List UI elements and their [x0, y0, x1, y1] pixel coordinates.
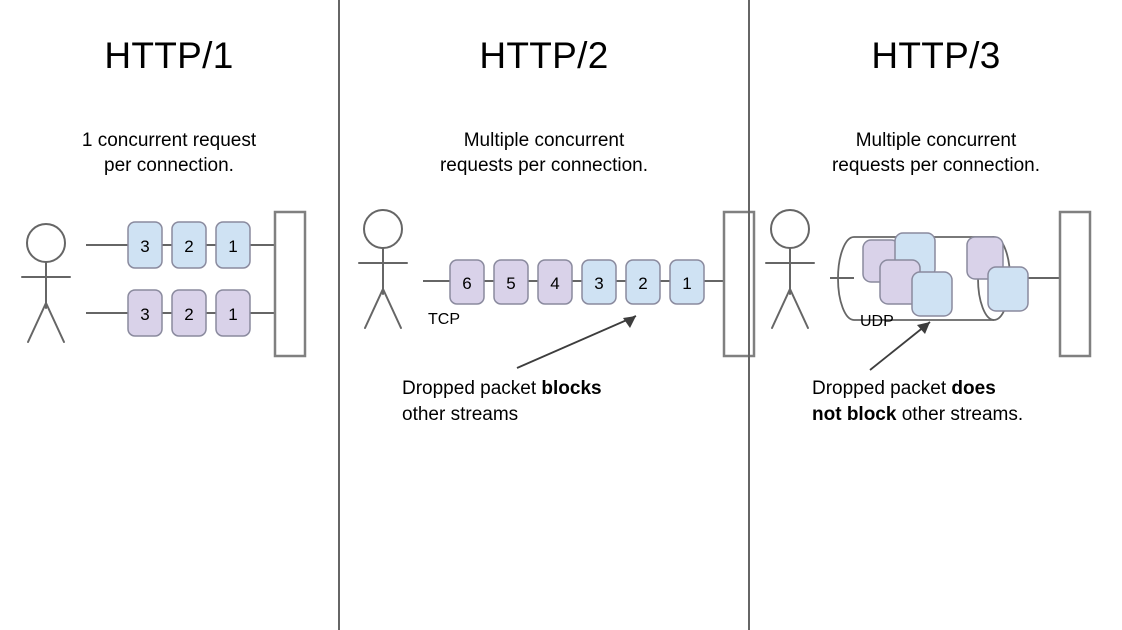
- http1-illustration: 3 2 1 3 2 1: [21, 210, 307, 358]
- packet-box: [537, 259, 573, 305]
- packet-label: 5: [506, 274, 515, 293]
- transport-label-udp: UDP: [860, 313, 894, 330]
- packet-label: 4: [550, 274, 559, 293]
- packet-box: [215, 221, 251, 269]
- stick-figure-leg-right: [382, 288, 402, 329]
- transport-label-tcp: TCP: [428, 311, 460, 328]
- packet-box: [987, 266, 1029, 312]
- column-http3: HTTP/3 Multiple concurrent requests per …: [750, 0, 1122, 630]
- http3-udp-packets: [862, 232, 1029, 317]
- stick-figure-head: [770, 209, 810, 249]
- annotation-arrowhead: [917, 322, 930, 334]
- packet-box: [127, 221, 163, 269]
- column-subtitle-http3: Multiple concurrent requests per connect…: [831, 130, 1041, 176]
- packet-label: 1: [682, 274, 691, 293]
- http2-tcp-queue: 6 5 4 3 2 1: [449, 259, 705, 305]
- annotation-pointer: [516, 315, 637, 369]
- packet-box: [449, 259, 485, 305]
- packet-label: 1: [228, 305, 237, 324]
- http1-stream-purple: 3 2 1: [127, 289, 251, 337]
- packet-box: [127, 289, 163, 337]
- packet-label: 3: [594, 274, 603, 293]
- packet-label: 3: [140, 305, 149, 324]
- packet-box-dropped: [911, 271, 953, 317]
- column-subtitle-http1: 1 concurrent request per connection.: [81, 130, 257, 176]
- packet-box: [171, 289, 207, 337]
- cylinder-left-cap: [837, 236, 855, 321]
- stick-figure-leg-left: [27, 302, 47, 343]
- annotation-arrowhead: [623, 316, 636, 328]
- stick-figure-leg-right: [789, 288, 809, 329]
- column-title-http1: HTTP/1: [104, 35, 234, 76]
- server-box: [273, 210, 307, 358]
- packet-label: 6: [462, 274, 471, 293]
- column-http1: HTTP/1 1 concurrent request per connecti…: [0, 0, 338, 630]
- annotation-pointer: [869, 321, 931, 371]
- column-http2: HTTP/2 Multiple concurrent requests per …: [340, 0, 756, 630]
- http2-illustration: 6 5 4 3 2 1: [358, 209, 756, 369]
- packet-box: [171, 221, 207, 269]
- packet-box: [493, 259, 529, 305]
- stick-figure-head: [363, 209, 403, 249]
- stick-figure-leg-left: [771, 288, 791, 329]
- packet-label: 1: [228, 237, 237, 256]
- packet-label: 2: [184, 237, 193, 256]
- packet-label: 3: [140, 237, 149, 256]
- http3-illustration: [765, 209, 1092, 371]
- packet-box-dropped: [625, 259, 661, 305]
- packet-label: 2: [638, 274, 647, 293]
- packet-box: [215, 289, 251, 337]
- column-title-http3: HTTP/3: [871, 35, 1001, 76]
- packet-box: [669, 259, 705, 305]
- column-subtitle-http2: Multiple concurrent requests per connect…: [439, 130, 649, 176]
- stick-figure-leg-left: [364, 288, 384, 329]
- server-box: [1058, 210, 1092, 358]
- stick-figure-leg-right: [45, 302, 65, 343]
- stick-figure-head: [26, 223, 66, 263]
- column-divider-2: [748, 0, 750, 630]
- column-title-http2: HTTP/2: [479, 35, 609, 76]
- packet-box: [581, 259, 617, 305]
- http1-stream-blue: 3 2 1: [127, 221, 251, 269]
- packet-label: 2: [184, 305, 193, 324]
- column-divider-1: [338, 0, 340, 630]
